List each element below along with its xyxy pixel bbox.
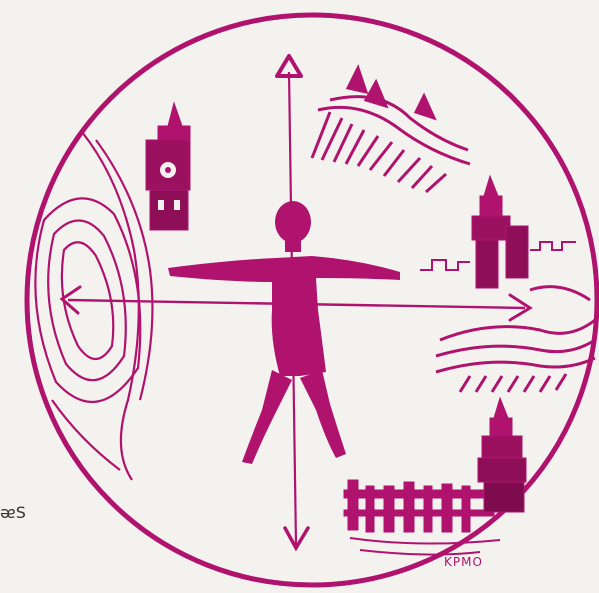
artist-signature: KPMO (444, 555, 483, 569)
human-figure-icon (168, 201, 400, 464)
pagoda-icon (478, 398, 526, 512)
bridge-icon (344, 480, 500, 555)
edge-text: ᴂS (0, 503, 26, 522)
waves-icon (436, 287, 595, 392)
temple-icon (420, 176, 576, 288)
tower-icon (146, 103, 190, 230)
mountains-icon (312, 68, 470, 192)
